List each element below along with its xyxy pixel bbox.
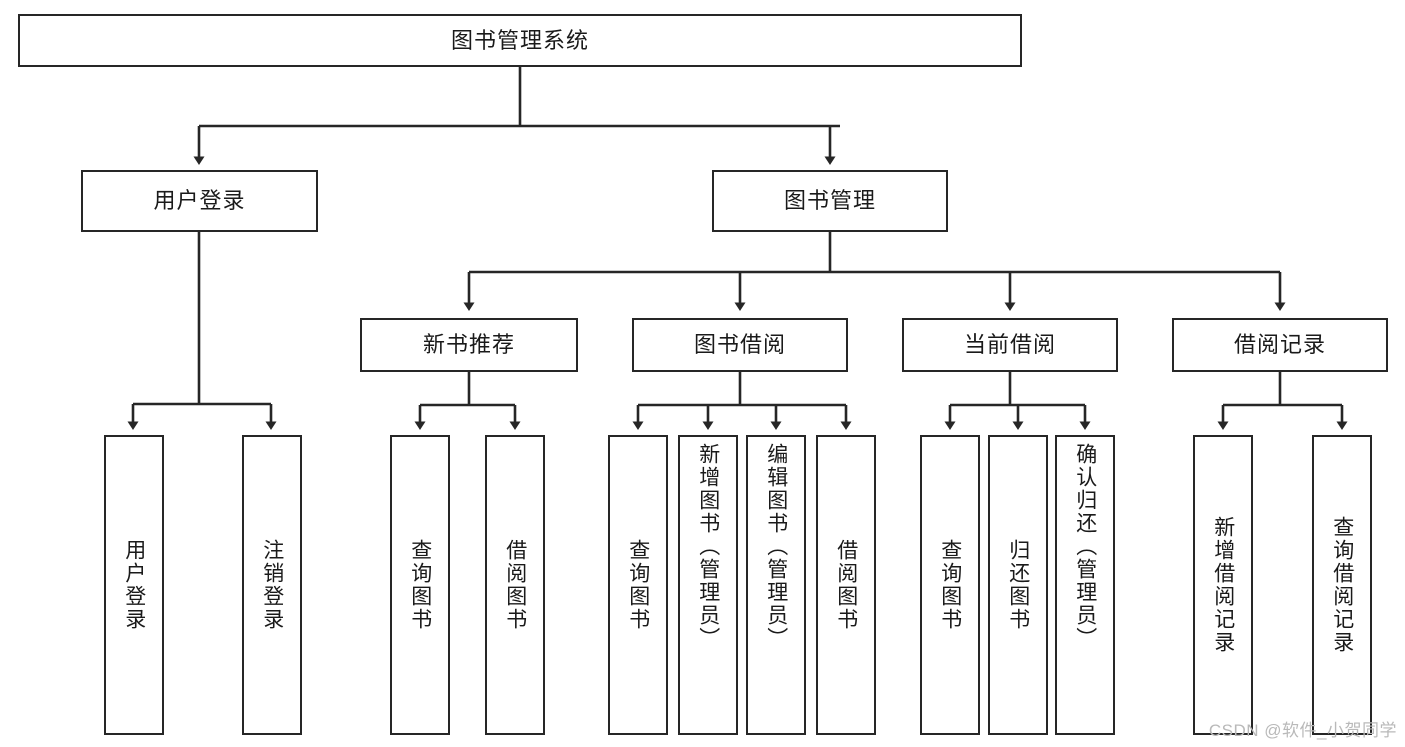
node-label: 确认归还（管理员）	[1073, 443, 1097, 650]
node-label: 借阅记录	[1233, 332, 1326, 358]
leaf-new-book-borrow-book[interactable]: 借阅图书	[485, 435, 545, 735]
node-label: 图书管理系统	[450, 27, 589, 53]
node-label: 编辑图书（管理员）	[764, 443, 788, 650]
node-user-login[interactable]: 用户登录	[81, 170, 318, 232]
leaf-borrow-record-query-record[interactable]: 查询借阅记录	[1312, 435, 1372, 735]
node-label: 当前借阅	[963, 332, 1056, 358]
node-borrow-record[interactable]: 借阅记录	[1172, 318, 1388, 372]
node-label: 新增图书（管理员）	[696, 443, 720, 650]
watermark-text: CSDN @软件_小贺同学	[1208, 721, 1397, 740]
leaf-book-borrow-add-book-admin[interactable]: 新增图书（管理员）	[678, 435, 738, 735]
node-label: 用户登录	[153, 188, 246, 214]
leaf-borrow-record-add-record[interactable]: 新增借阅记录	[1193, 435, 1253, 735]
leaf-user-login-logout[interactable]: 注销登录	[242, 435, 302, 735]
node-label: 查询图书	[938, 539, 962, 631]
leaf-book-borrow-borrow-book[interactable]: 借阅图书	[816, 435, 876, 735]
node-root-book-management-system[interactable]: 图书管理系统	[18, 14, 1022, 67]
node-label: 归还图书	[1006, 539, 1030, 631]
node-new-book-recommend[interactable]: 新书推荐	[360, 318, 578, 372]
leaf-user-login-login[interactable]: 用户登录	[104, 435, 164, 735]
node-label: 用户登录	[122, 539, 146, 631]
leaf-new-book-query-book[interactable]: 查询图书	[390, 435, 450, 735]
leaf-current-borrow-confirm-return-admin[interactable]: 确认归还（管理员）	[1055, 435, 1115, 735]
leaf-current-borrow-query-book[interactable]: 查询图书	[920, 435, 980, 735]
node-label: 查询图书	[626, 539, 650, 631]
node-label: 注销登录	[260, 539, 284, 631]
node-book-management[interactable]: 图书管理	[712, 170, 948, 232]
node-label: 借阅图书	[503, 539, 527, 631]
leaf-book-borrow-edit-book-admin[interactable]: 编辑图书（管理员）	[746, 435, 806, 735]
leaf-book-borrow-query-book[interactable]: 查询图书	[608, 435, 668, 735]
node-label: 新书推荐	[422, 332, 515, 358]
node-label: 图书管理	[783, 188, 876, 214]
leaf-current-borrow-return-book[interactable]: 归还图书	[988, 435, 1048, 735]
node-current-borrow[interactable]: 当前借阅	[902, 318, 1118, 372]
node-label: 查询图书	[408, 539, 432, 631]
node-label: 查询借阅记录	[1330, 516, 1354, 654]
node-label: 新增借阅记录	[1211, 516, 1235, 654]
node-label: 借阅图书	[834, 539, 858, 631]
node-label: 图书借阅	[693, 332, 786, 358]
node-book-borrow[interactable]: 图书借阅	[632, 318, 848, 372]
